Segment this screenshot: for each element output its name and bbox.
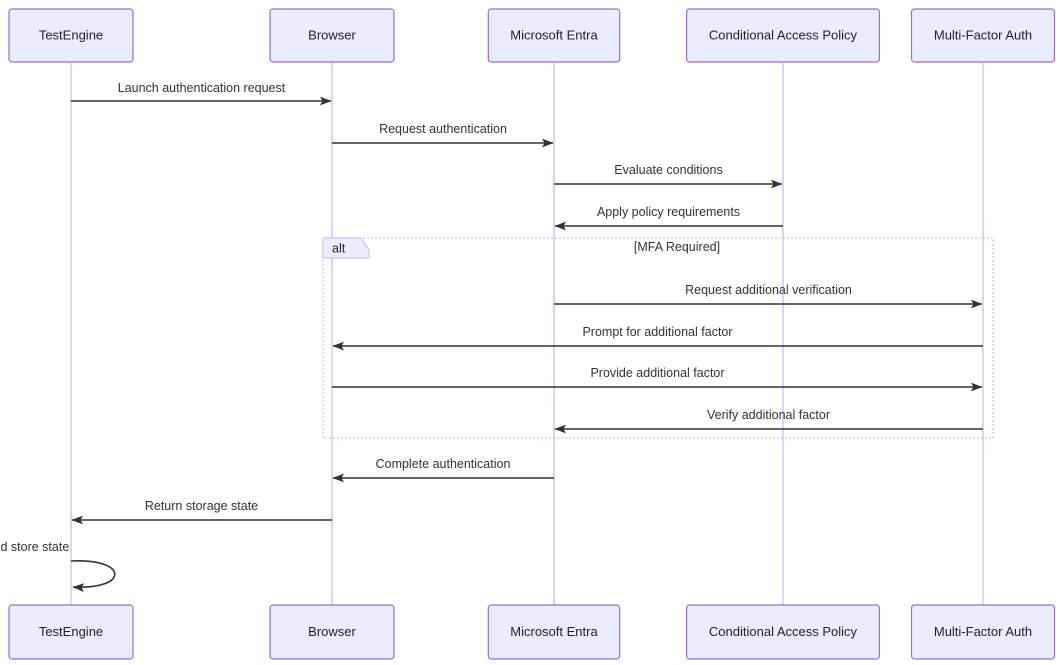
alt-block-tab xyxy=(322,237,370,259)
actor-label-top-browser: Browser xyxy=(308,27,356,42)
actor-label-bottom-testengine: TestEngine xyxy=(39,624,103,639)
actor-label-bottom-entra: Microsoft Entra xyxy=(510,624,598,639)
actor-label-top-capolicy: Conditional Access Policy xyxy=(709,27,858,42)
actor-box-bottom-testengine[interactable] xyxy=(8,604,134,660)
actor-label-top-entra: Microsoft Entra xyxy=(510,27,598,42)
alt-block-condition: [MFA Required] xyxy=(634,240,720,254)
message-label-9: Complete authentication xyxy=(376,457,511,471)
actor-box-bottom-capolicy[interactable] xyxy=(685,604,881,660)
alt-block-keyword: alt xyxy=(332,242,346,256)
alt-block-frame xyxy=(322,237,994,439)
actor-box-top-capolicy[interactable] xyxy=(685,8,881,63)
actor-boxes-group: TestEngineTestEngineBrowserBrowserMicros… xyxy=(8,8,1056,660)
message-label-10: Return storage state xyxy=(145,499,258,513)
message-label-4: Apply policy requirements xyxy=(597,205,740,219)
actor-box-top-entra[interactable] xyxy=(487,8,621,63)
alt-block-group: alt [MFA Required] xyxy=(322,237,994,439)
actor-label-top-mfa: Multi-Factor Auth xyxy=(934,27,1032,42)
message-label-5: Request additional verification xyxy=(685,283,852,297)
actor-label-bottom-capolicy: Conditional Access Policy xyxy=(709,624,858,639)
lifelines-group xyxy=(70,63,984,605)
actor-box-bottom-browser[interactable] xyxy=(269,604,395,660)
actor-box-bottom-mfa[interactable] xyxy=(910,604,1056,660)
self-message-loop xyxy=(70,560,116,592)
self-message-label: Encrypt and store state xyxy=(0,540,69,554)
message-label-3: Evaluate conditions xyxy=(614,163,722,177)
actor-label-bottom-mfa: Multi-Factor Auth xyxy=(934,624,1032,639)
actor-box-top-mfa[interactable] xyxy=(910,8,1056,63)
message-label-2: Request authentication xyxy=(379,122,507,136)
actor-box-top-testengine[interactable] xyxy=(8,8,134,63)
message-label-7: Provide additional factor xyxy=(590,366,724,380)
actor-box-bottom-entra[interactable] xyxy=(487,604,621,660)
actor-label-bottom-browser: Browser xyxy=(308,624,356,639)
message-label-8: Verify additional factor xyxy=(707,408,830,422)
actor-box-top-browser[interactable] xyxy=(269,8,395,63)
message-label-1: Launch authentication request xyxy=(118,81,286,95)
message-label-6: Prompt for additional factor xyxy=(582,325,732,339)
actor-label-top-testengine: TestEngine xyxy=(39,27,103,42)
